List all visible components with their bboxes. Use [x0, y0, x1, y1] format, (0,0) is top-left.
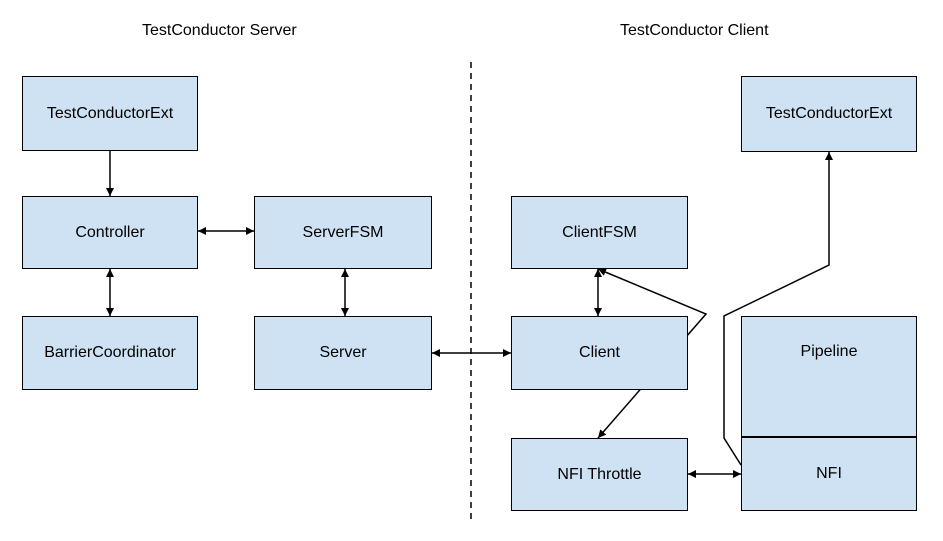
controller-box: Controller: [22, 196, 198, 269]
client-section-title: TestConductor Client: [620, 22, 769, 39]
pipeline-box: Pipeline: [741, 316, 917, 437]
client-box: Client: [511, 316, 688, 390]
barriercoordinator-box: BarrierCoordinator: [22, 316, 198, 390]
serverfsm-box: ServerFSM: [254, 196, 432, 269]
server-testconductorext-box: TestConductorExt: [22, 76, 198, 151]
server-box: Server: [254, 316, 432, 390]
nfi-throttle-box: NFI Throttle: [511, 438, 688, 511]
server-section-title: TestConductor Server: [142, 22, 297, 39]
clientfsm-box: ClientFSM: [511, 196, 688, 269]
nfi-box: NFI: [741, 437, 917, 511]
client-testconductorext-box: TestConductorExt: [741, 76, 917, 152]
